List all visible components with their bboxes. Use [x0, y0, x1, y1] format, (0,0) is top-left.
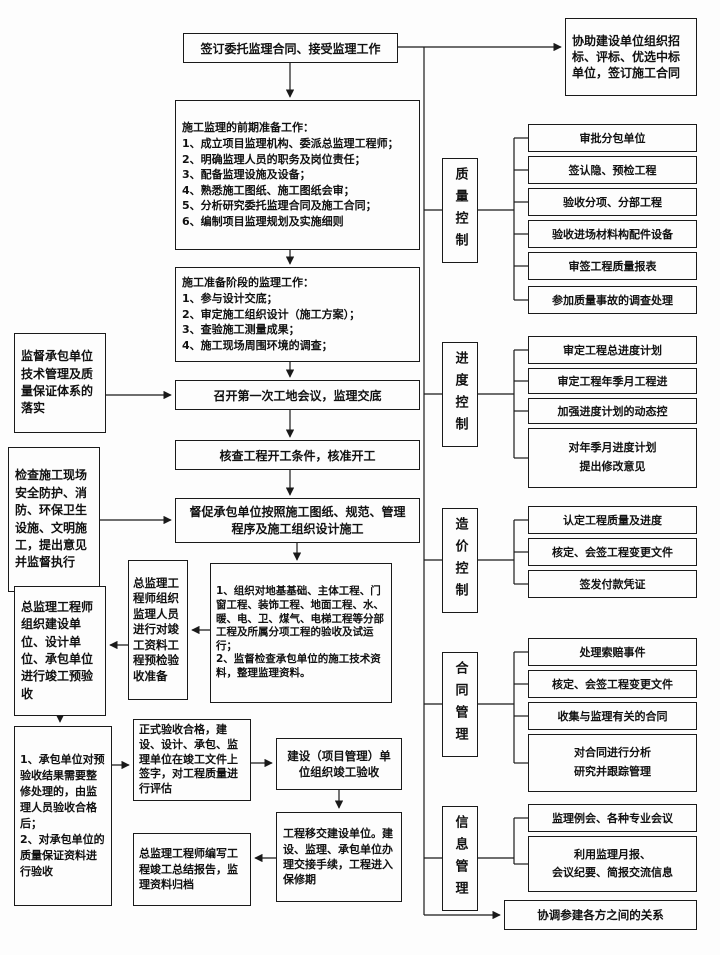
task-item: 参加质量事故的调查处理 — [528, 286, 697, 314]
task-item: 加强进度计划的动态控 — [528, 398, 697, 424]
task-item: 监理例会、各种专业会议 — [528, 804, 697, 832]
step-first-site-meeting: 召开第一次工地会议，监理交底 — [175, 380, 420, 410]
category-schedule-control: 进度控制 — [442, 342, 478, 447]
step-preparation-work: 施工监理的前期准备工作： 1、成立项目监理机构、委派总监理工程师； 2、明确监理… — [175, 100, 420, 250]
task-item: 审定工程年季月工程进 — [528, 368, 697, 394]
task-item: 验收分项、分部工程 — [528, 188, 697, 216]
step-pre-acceptance: 总监理工程师组织建设单位、设计单位、承包单位进行竣工预验收 — [14, 586, 106, 716]
task-item: 认定工程质量及进度 — [528, 506, 697, 534]
task-item: 利用监理月报、 会议纪要、简报交流信息 — [528, 836, 697, 892]
task-item: 验收进场材料构配件设备 — [528, 220, 697, 248]
step-coordinate-parties: 协调参建各方之间的关系 — [504, 900, 697, 930]
task-item: 签发付款凭证 — [528, 570, 697, 598]
step-acceptance-inspection: 1、组织对地基基础、主体工程、门窗工程、装饰工程、地面工程、水、暖、电、卫、煤气… — [210, 563, 392, 703]
task-item: 审批分包单位 — [528, 124, 697, 152]
task-item: 对合同进行分析 研究并跟踪管理 — [528, 734, 697, 792]
side-supervise-quality-system: 监督承包单位技术管理及质量保证体系的落实 — [14, 333, 106, 433]
category-information-management: 信息管理 — [442, 806, 478, 911]
side-check-site-safety: 检查施工现场安全防护、消防、环保卫生设施、文明施工，提出意见并监督执行 — [8, 447, 100, 592]
step-final-report-archive: 总监理工程师编写工程竣工总结报告，监理资料归档 — [133, 833, 251, 906]
task-item: 收集与监理有关的合同 — [528, 702, 697, 730]
step-sign-contract: 签订委托监理合同、接受监理工作 — [183, 33, 398, 63]
task-item: 审签工程质量报表 — [528, 252, 697, 280]
step-handover-warranty: 工程移交建设单位。建设、监理、承包单位办理交接手续，工程进入保修期 — [276, 812, 402, 902]
task-item: 签认隐、预检工程 — [528, 156, 697, 184]
task-item: 处理索赔事件 — [528, 638, 697, 666]
step-supervise-construction: 督促承包单位按照施工图纸、规范、管理程序及施工组织设计施工 — [175, 498, 420, 543]
step-construction-ready: 施工准备阶段的监理工作： 1、参与设计交底； 2、审定施工组织设计（施工方案）；… — [175, 267, 420, 362]
task-item: 审定工程总进度计划 — [528, 336, 697, 364]
step-formal-acceptance: 正式验收合格，建设、设计、承包、监理单位在竣工文件上签字，对工程质量进行评估 — [133, 719, 251, 801]
category-quality-control: 质量控制 — [442, 158, 478, 263]
task-item: 核定、会签工程变更文件 — [528, 538, 697, 566]
category-contract-management: 合同管理 — [442, 652, 478, 757]
step-check-start-conditions: 核查工程开工条件，核准开工 — [175, 440, 420, 470]
step-assist-bidding: 协助建设单位组织招标、评标、优选中标单位，签订施工合同 — [565, 18, 697, 96]
task-item: 核定、会签工程变更文件 — [528, 670, 697, 698]
task-item: 对年季月进度计划 提出修改意见 — [528, 428, 697, 488]
category-cost-control: 造价控制 — [442, 508, 478, 613]
step-pre-check-preparation: 总监理工程师组织监理人员进行对竣工资料工程预检验收准备 — [128, 560, 188, 700]
step-rework-verification: 1、承包单位对预验收结果需要整修处理的，由监理人员验收合格后； 2、对承包单位的… — [14, 726, 112, 906]
step-owner-acceptance: 建设（项目管理）单位组织竣工验收 — [276, 738, 402, 790]
